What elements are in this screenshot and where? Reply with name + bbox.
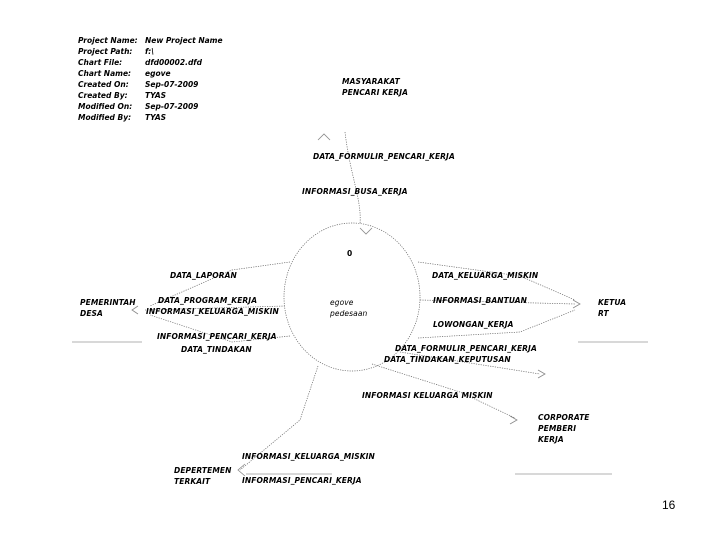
meta-label: Chart File: bbox=[78, 58, 123, 67]
flow-label: DATA_TINDAKAN_KEPUTUSAN bbox=[384, 355, 511, 364]
flow-label: DATA_TINDAKAN bbox=[181, 345, 252, 354]
arrowhead bbox=[359, 227, 373, 235]
meta-value: New Project Name bbox=[145, 36, 223, 45]
arrowhead bbox=[572, 299, 581, 309]
entity-ketua-rt: KETUA RT bbox=[598, 298, 627, 318]
flow-label: DATA_KELUARGA_MISKIN bbox=[432, 271, 539, 280]
meta-label: Chart Name: bbox=[78, 69, 132, 78]
flow-label: DATA_PROGRAM_KERJA bbox=[158, 296, 258, 305]
page-number: 16 bbox=[662, 498, 676, 512]
arrowhead bbox=[237, 463, 246, 477]
entity-pemerintah-desa: PEMERINTAH DESA bbox=[80, 298, 136, 318]
meta-label: Created On: bbox=[78, 80, 129, 89]
meta-label: Project Path: bbox=[78, 47, 133, 56]
flow-label: DATA_FORMULIR_PENCARI_KERJA bbox=[395, 344, 537, 353]
flow-label: INFORMASI_BANTUAN bbox=[433, 296, 527, 305]
flow-label: INFORMASI_BUSA_KERJA bbox=[302, 187, 408, 196]
meta-label: Modified On: bbox=[78, 102, 133, 111]
flow-line-laporan bbox=[149, 261, 291, 307]
meta-value: TYAS bbox=[145, 113, 167, 122]
flow-label: DATA_LAPORAN bbox=[170, 271, 237, 280]
arrowhead bbox=[537, 369, 546, 379]
flow-label: INFORMASI_PENCARI_KERJA bbox=[157, 332, 277, 341]
arrowhead bbox=[317, 133, 331, 141]
flow-line-tindakan bbox=[149, 314, 291, 343]
meta-value: egove bbox=[145, 69, 171, 78]
flow-line-program bbox=[144, 305, 286, 311]
flow-line-keputusan bbox=[399, 351, 541, 375]
flow-label: DATA_FORMULIR_PENCARI_KERJA bbox=[313, 152, 455, 161]
entity-corporate: CORPORATE PEMBERI KERJA bbox=[538, 413, 590, 444]
flow-label: INFORMASI_PENCARI_KERJA bbox=[242, 476, 362, 485]
flow-label: INFORMASI KELUARGA MISKIN bbox=[362, 391, 493, 400]
flow-line-masyarakat bbox=[344, 131, 361, 225]
meta-value: TYAS bbox=[145, 91, 167, 100]
flow-line-bantuan bbox=[419, 299, 576, 305]
flow-line-corporate bbox=[371, 363, 516, 419]
flow-label: INFORMASI_KELUARGA_MISKIN bbox=[242, 452, 375, 461]
meta-label: Created By: bbox=[78, 91, 128, 100]
meta-value: dfd00002.dfd bbox=[145, 58, 202, 67]
flow-label: INFORMASI_KELUARGA_MISKIN bbox=[146, 307, 279, 316]
flow-line-keluarga-miskin bbox=[417, 261, 576, 301]
meta-value: Sep-07-2009 bbox=[145, 102, 199, 111]
meta-value: Sep-07-2009 bbox=[145, 80, 199, 89]
flow-label: LOWONGAN_KERJA bbox=[433, 320, 514, 329]
meta-value: f:\ bbox=[145, 47, 155, 56]
arrowhead bbox=[509, 415, 518, 425]
process-circle bbox=[283, 222, 421, 372]
flow-line-lowongan bbox=[417, 309, 576, 339]
meta-label: Project Name: bbox=[78, 36, 138, 45]
process-number: 0 bbox=[347, 249, 353, 258]
process-name: egove pedesaan bbox=[330, 298, 368, 318]
entity-masyarakat: MASYARAKAT PENCARI KERJA bbox=[342, 77, 408, 97]
arrowhead bbox=[131, 305, 139, 315]
meta-label: Modified By: bbox=[78, 113, 132, 122]
flow-line-dept bbox=[239, 365, 319, 471]
entity-departemen: DEPERTEMEN TERKAIT bbox=[174, 466, 232, 486]
